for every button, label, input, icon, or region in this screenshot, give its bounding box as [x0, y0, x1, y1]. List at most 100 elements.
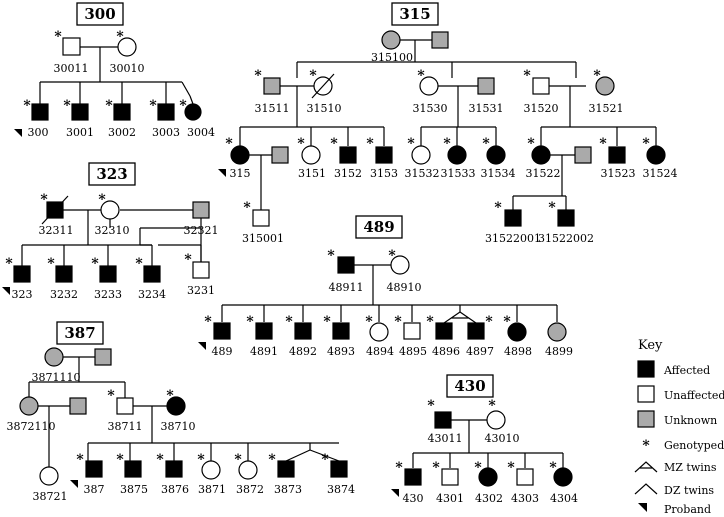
genotyped-marker: *	[166, 388, 174, 404]
individual-3152	[339, 146, 357, 164]
genotyped-marker: *	[327, 248, 335, 264]
individual-31511	[263, 77, 281, 95]
individual-label: 31510	[307, 102, 342, 115]
family-title: 300	[84, 5, 115, 23]
genotyped-marker: *	[432, 460, 440, 476]
genotyped-marker: *	[366, 136, 374, 152]
individual-31521	[595, 76, 615, 96]
individual-48910	[390, 255, 410, 275]
genotyped-marker: *	[474, 460, 482, 476]
individual-label: 31520	[524, 102, 559, 115]
individual-300	[31, 103, 49, 121]
individual-31524	[646, 145, 666, 165]
individual-label: 4895	[399, 345, 427, 358]
individual-323	[13, 265, 31, 283]
genotyped-marker: *	[243, 200, 251, 216]
individual-label: 32321	[184, 224, 219, 237]
individual-4304	[553, 467, 573, 487]
family-title: 315	[399, 5, 430, 23]
genotyped-marker: *	[107, 388, 115, 404]
individual-3871110-spouse	[94, 348, 112, 366]
family-489: 489 * * 48911 48910 * * * * * * * * * 48…	[198, 215, 573, 358]
individual-label: 30011	[54, 62, 89, 75]
individual-label: 4896	[432, 345, 460, 358]
genotyped-marker: *	[527, 136, 535, 152]
individual-label: 43011	[428, 432, 463, 445]
genotyped-marker: *	[197, 452, 205, 468]
family-title-box	[76, 2, 124, 26]
family-title: 323	[96, 165, 127, 183]
genotyped-marker: *	[407, 136, 415, 152]
individual-label: 4301	[436, 492, 464, 505]
individual-4301	[441, 468, 459, 486]
individual-label: 4303	[511, 492, 539, 505]
individual-label: 4899	[545, 345, 573, 358]
individual-label: 3003	[152, 126, 180, 139]
genotyped-marker: *	[246, 314, 254, 330]
genotyped-marker: *	[427, 398, 435, 414]
individual-31522	[531, 145, 551, 165]
genotyped-marker: *	[234, 452, 242, 468]
genotyped-marker: *	[204, 314, 212, 330]
genotyped-marker: *	[443, 136, 451, 152]
individual-label: 48911	[329, 281, 364, 294]
legend-affected-label: Affected	[663, 364, 710, 377]
legend-affected-symbol	[637, 360, 655, 378]
family-title: 430	[454, 377, 485, 395]
individual-label: 38711	[108, 420, 143, 433]
individual-3871110	[44, 347, 64, 367]
individual-4895	[403, 322, 421, 340]
genotyped-marker: *	[549, 460, 557, 476]
individual-31530	[419, 76, 439, 96]
genotyped-marker: *	[394, 314, 402, 330]
individual-label: 38721	[33, 490, 68, 503]
individual-label: 315	[230, 167, 251, 180]
genotyped-marker: *	[254, 68, 262, 84]
individual-31520	[532, 77, 550, 95]
genotyped-marker: *	[40, 192, 48, 208]
family-315: 315 315100 * * * * * 31511 31510 31530 3…	[218, 2, 678, 245]
individual-label: 31522	[526, 167, 561, 180]
genotyped-marker: *	[135, 256, 143, 272]
individual-label: 31532	[405, 167, 440, 180]
individual-label: 4891	[250, 345, 278, 358]
deceased-marker	[41, 195, 69, 225]
individual-38721	[39, 466, 59, 486]
individual-31522002	[557, 209, 575, 227]
individual-3234	[143, 265, 161, 283]
individual-label: 31524	[643, 167, 678, 180]
genotyped-marker: *	[23, 98, 31, 114]
individual-4899	[547, 322, 567, 342]
individual-label: 3871110	[32, 371, 81, 384]
genotyped-marker: *	[116, 452, 124, 468]
proband-arrow	[2, 287, 10, 295]
individual-label: 32311	[39, 224, 74, 237]
individual-label: 4892	[289, 345, 317, 358]
individual-label: 489	[212, 345, 233, 358]
legend-genotyped-symbol: *	[642, 438, 650, 454]
legend-unaffected-symbol	[637, 385, 655, 403]
genotyped-marker: *	[417, 68, 425, 84]
individual-31532	[411, 145, 431, 165]
genotyped-marker: *	[116, 29, 124, 45]
individual-3232	[55, 265, 73, 283]
individual-label: 3875	[120, 483, 148, 496]
individual-label: 3871	[198, 483, 226, 496]
legend-dz-twins-label: DZ twins	[664, 484, 714, 497]
genotyped-marker: *	[523, 68, 531, 84]
individual-4894	[369, 322, 389, 342]
individual-label: 323	[12, 288, 33, 301]
individual-3874	[330, 460, 348, 478]
individual-label: 3872	[236, 483, 264, 496]
individual-label: 3002	[108, 126, 136, 139]
individual-38711	[116, 397, 134, 415]
deceased-marker	[311, 73, 335, 99]
individual-430	[404, 468, 422, 486]
individual-label: 31533	[441, 167, 476, 180]
individual-label: 4304	[550, 492, 578, 505]
individual-43010	[486, 410, 506, 430]
individual-label: 3232	[50, 288, 78, 301]
proband-arrow	[70, 480, 78, 488]
family-title-box	[391, 2, 439, 26]
individual-3872110-spouse	[69, 397, 87, 415]
